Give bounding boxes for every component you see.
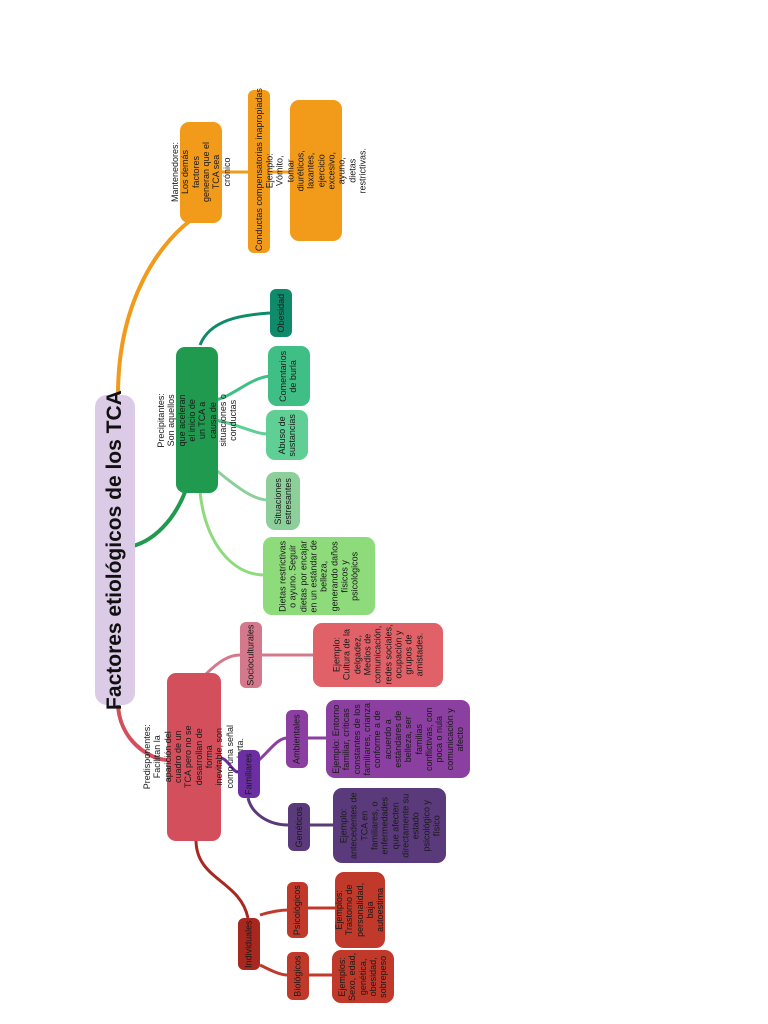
- familiares-node: Familiares: [238, 750, 260, 798]
- connector-prec-burla: [215, 374, 271, 402]
- socioculturales-ejemplo-node: Ejemplo: Cultura de la delgadez, Medios …: [313, 623, 443, 687]
- ambientales-ejemplo-node: Ejemplo: Entorno familiar, críticas cons…: [326, 700, 470, 778]
- geneticos-ejemplo: Ejemplo: antecedentes de TCA en familiar…: [337, 792, 441, 859]
- connector-title-mantenedores: [116, 213, 200, 396]
- biologicos-ejemplo-node: Ejemplos: Sexo, edad, genética, obesidad…: [332, 950, 394, 1003]
- geneticos-ejemplo-node: Ejemplo: antecedentes de TCA en familiar…: [333, 788, 446, 863]
- sustancias-node: Abuso de sustancias: [266, 410, 308, 460]
- biologicos-node: Biológicos: [287, 952, 309, 1000]
- precipitantes-label: Precipitantes: Son aquellos que aceleran…: [155, 392, 239, 448]
- mantenedores-label: Mantenedores: Los demás factores generan…: [169, 142, 232, 203]
- psicologicos-label: Psicológicos: [292, 884, 303, 936]
- psicologicos-ejemplo-node: Ejemplos: Trastorno de personalidad, baj…: [334, 872, 386, 948]
- connector-pred-familiares: [219, 756, 239, 774]
- connector-fam-geneticos: [246, 797, 289, 827]
- connector-ind-biologicos: [259, 963, 288, 977]
- connector-title-predisponentes: [116, 701, 169, 762]
- connector-prec-situaciones: [215, 468, 269, 502]
- ambientales-node: Ambientales: [286, 710, 308, 768]
- socioculturales-node: Socioculturales: [240, 622, 262, 688]
- predisponentes-node: Predisponentes: Facilitan la aparición d…: [142, 673, 245, 841]
- burla-label: Comentarios de burla: [278, 350, 299, 402]
- psicologicos-node: Psicológicos: [287, 882, 308, 938]
- obesidad-label: Obesidad: [275, 293, 286, 333]
- title: Factores etiológicos de los TCA: [102, 390, 126, 710]
- individuales-node: Individuales: [238, 918, 260, 970]
- dietas-node: Dietas restrictivas o ayuno. Seguir diet…: [263, 537, 375, 615]
- biologicos-label: Biológicos: [292, 955, 303, 997]
- situaciones-label: Situaciones estresantes: [272, 477, 293, 525]
- mantenedores-ejemplo: Ejemplo: Vómito, tomar diuréticos, laxan…: [264, 147, 368, 194]
- dietas-label: Dietas restrictivas o ayuno. Seguir diet…: [277, 539, 361, 613]
- situaciones-node: Situaciones estresantes: [266, 472, 300, 530]
- geneticos-node: Genéticos: [288, 803, 310, 851]
- sustancias-label: Abuso de sustancias: [276, 413, 297, 457]
- precipitantes-node: Precipitantes: Son aquellos que aceleran…: [156, 347, 238, 493]
- title-box: Factores etiológicos de los TCA: [95, 390, 135, 710]
- connector-prec-dietas: [198, 491, 266, 577]
- psicologicos-ejemplo: Ejemplos: Trastorno de personalidad, baj…: [334, 882, 386, 938]
- individuales-label: Individuales: [243, 920, 254, 968]
- familiares-label: Familiares: [243, 753, 254, 795]
- ambientales-ejemplo: Ejemplo: Entorno familiar, críticas cons…: [330, 702, 465, 776]
- mantenedores-node: Mantenedores: Los demás factores generan…: [170, 122, 232, 223]
- connector-prec-obesidad: [198, 311, 271, 346]
- conductas-node: Conductas compensatorias inapropiadas: [248, 88, 270, 253]
- connector-ind-psicologicos: [259, 908, 289, 917]
- burla-node: Comentarios de burla: [268, 346, 310, 406]
- ambientales-label: Ambientales: [291, 714, 302, 764]
- connector-pred-socio: [203, 653, 241, 677]
- conductas-label: Conductas compensatorias inapropiadas: [253, 88, 264, 252]
- predisponentes-label: Predisponentes: Facilitan la aparición d…: [142, 724, 245, 790]
- connector-fam-ambientales: [257, 736, 288, 762]
- mantenedores-ejemplo-node: Ejemplo: Vómito, tomar diuréticos, laxan…: [264, 100, 367, 241]
- biologicos-ejemplo: Ejemplos: Sexo, edad, genética, obesidad…: [337, 952, 389, 1001]
- connector-prec-sustancias: [215, 418, 269, 436]
- socioculturales-ejemplo: Ejemplo: Cultura de la delgadez, Medios …: [331, 624, 425, 686]
- obesidad-node: Obesidad: [270, 289, 292, 337]
- socioculturales-label: Socioculturales: [245, 624, 256, 686]
- geneticos-label: Genéticos: [293, 806, 304, 848]
- connector-pred-individuales: [194, 839, 250, 919]
